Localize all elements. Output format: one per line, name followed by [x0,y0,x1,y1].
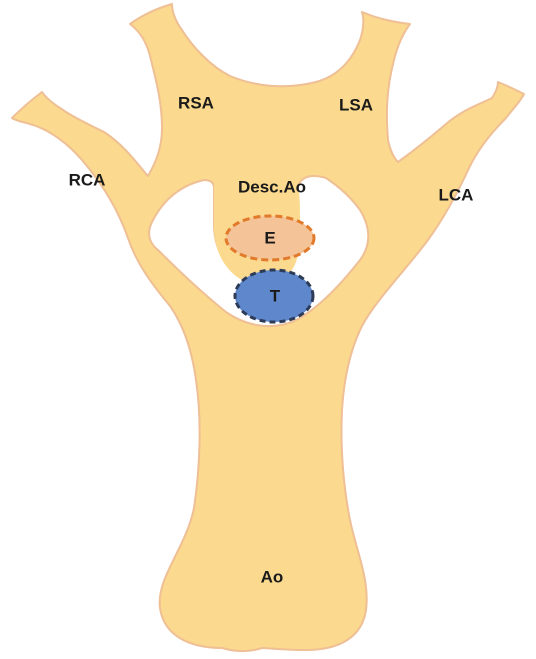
label-trachea: T [270,286,281,305]
aortic-vessels [12,4,524,651]
label-lsa: LSA [339,95,373,114]
label-descending-aorta: Desc.Ao [238,177,306,196]
label-aorta: Ao [261,567,284,586]
label-rca: RCA [69,170,106,189]
label-rsa: RSA [178,93,214,112]
label-lca: LCA [439,185,474,204]
label-esophagus: E [264,228,275,247]
